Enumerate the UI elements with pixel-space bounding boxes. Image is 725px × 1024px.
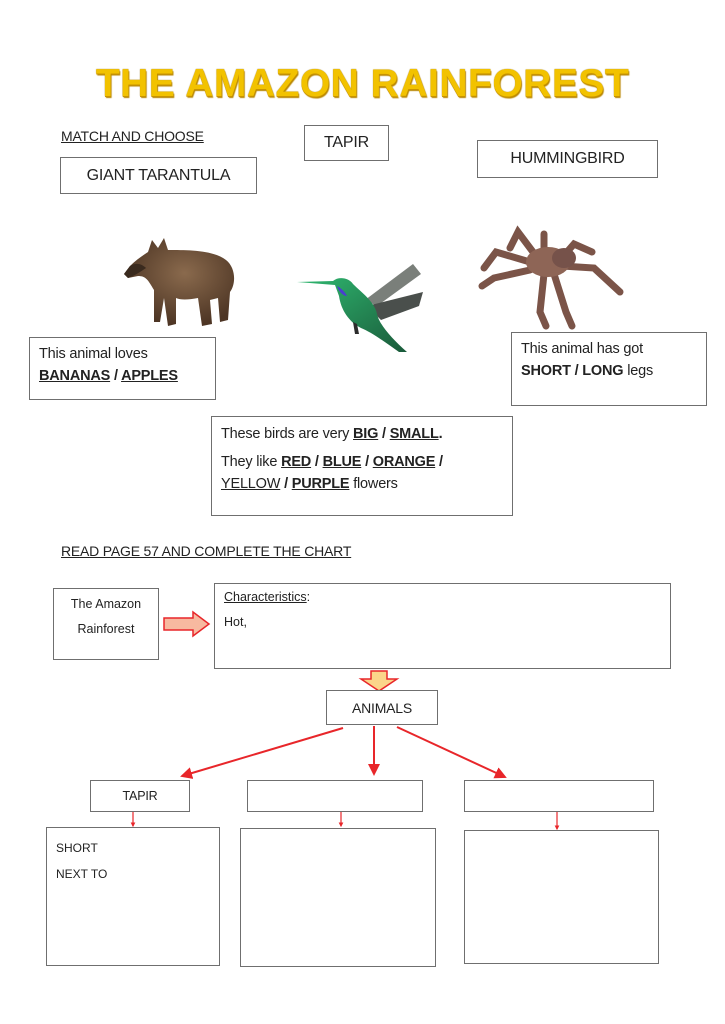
tapir-image xyxy=(124,238,235,326)
animal-name: TAPIR xyxy=(122,789,158,803)
root-line: Rainforest xyxy=(77,622,135,636)
option-small[interactable]: SMALL xyxy=(389,426,439,442)
label-giant-tarantula[interactable]: GIANT TARANTULA xyxy=(60,157,257,194)
match-heading: MATCH AND CHOOSE xyxy=(61,128,204,144)
colon: : xyxy=(306,590,311,604)
option-red[interactable]: RED xyxy=(281,454,312,470)
animal-detail-box-2[interactable] xyxy=(240,828,436,967)
option-orange[interactable]: ORANGE xyxy=(372,454,436,470)
suffix: flowers xyxy=(349,476,398,492)
clue-box-hummingbird: These birds are very BIG / SMALL. They l… xyxy=(211,416,513,516)
option-apples[interactable]: APPLES xyxy=(121,368,178,384)
root-box-amazon-rainforest: The Amazon Rainforest xyxy=(53,588,159,660)
animals-box: ANIMALS xyxy=(326,690,438,725)
option-long[interactable]: LONG xyxy=(582,363,624,379)
option-short[interactable]: SHORT xyxy=(521,363,571,379)
option-yellow[interactable]: YELLOW xyxy=(221,476,281,492)
option-blue[interactable]: BLUE xyxy=(322,454,362,470)
root-line: The Amazon xyxy=(70,597,142,611)
animal-detail-box-1[interactable]: SHORT NEXT TO xyxy=(46,827,220,966)
clue-line: This animal loves xyxy=(39,346,148,362)
characteristics-box[interactable]: Characteristics: Hot, xyxy=(214,583,671,669)
label-tapir[interactable]: TAPIR xyxy=(304,125,389,161)
page-title: THE AMAZON RAINFOREST xyxy=(95,62,630,105)
separator: / xyxy=(570,363,583,379)
chart-heading: READ PAGE 57 AND COMPLETE THE CHART xyxy=(61,543,352,559)
right-arrow-icon xyxy=(163,610,211,638)
clue-box-tapir: This animal loves BANANAS / APPLES xyxy=(29,337,216,400)
animal-name-box-3[interactable] xyxy=(464,780,654,812)
hummingbird-image xyxy=(297,264,423,352)
tarantula-image xyxy=(478,225,624,330)
characteristics-label: Characteristics xyxy=(224,590,307,604)
period: . xyxy=(438,426,443,442)
detail-line: SHORT xyxy=(56,841,98,855)
suffix: legs xyxy=(623,363,653,379)
detail-line: NEXT TO xyxy=(56,867,108,881)
label-text: TAPIR xyxy=(324,134,369,151)
label-text: HUMMINGBIRD xyxy=(510,150,625,167)
label-text: GIANT TARANTULA xyxy=(86,166,231,184)
separator: / xyxy=(110,368,122,384)
option-purple[interactable]: PURPLE xyxy=(291,476,350,492)
clue-box-tarantula: This animal has got SHORT / LONG legs xyxy=(511,332,707,406)
option-big[interactable]: BIG xyxy=(353,426,379,442)
clue-line: This animal has got xyxy=(521,341,643,357)
option-bananas[interactable]: BANANAS xyxy=(39,368,111,384)
clue-line: These birds are very xyxy=(221,426,353,442)
label-hummingbird[interactable]: HUMMINGBIRD xyxy=(477,140,658,178)
animal-name-box-1[interactable]: TAPIR xyxy=(90,780,190,812)
down-arrow-icon xyxy=(358,670,400,692)
animal-name-box-2[interactable] xyxy=(247,780,423,812)
animals-label: ANIMALS xyxy=(351,699,413,716)
clue-line: They like xyxy=(221,454,282,470)
animal-detail-box-3[interactable] xyxy=(464,830,659,964)
characteristics-value: Hot, xyxy=(224,615,247,629)
